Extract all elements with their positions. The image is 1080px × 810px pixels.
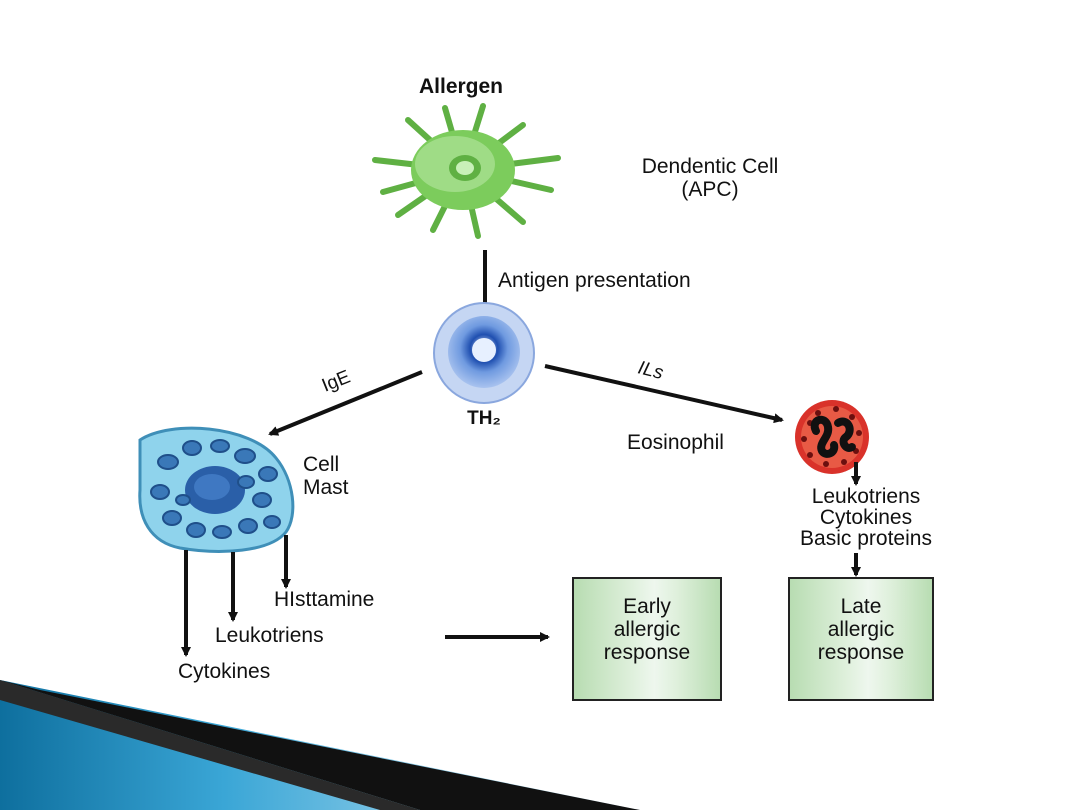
late-box-line2: allergic <box>828 618 895 641</box>
histamine-label: HIsttamine <box>274 588 374 611</box>
dendritic-cell-label: Dendentic Cell <box>642 155 779 178</box>
eos-product-basic-proteins: Basic proteins <box>800 527 932 550</box>
mast-cell-label-2: Mast <box>303 476 349 499</box>
eos-product-leukotriens: Leukotriens <box>812 485 921 508</box>
eosinophil-icon <box>795 400 869 474</box>
dendritic-cell-icon <box>372 103 561 239</box>
late-box-line3: response <box>818 641 904 664</box>
late-response-box: Late allergic response <box>788 577 934 701</box>
allergen-title: Allergen <box>419 75 503 98</box>
early-box-line2: allergic <box>614 618 681 641</box>
eosinophil-label: Eosinophil <box>627 431 724 454</box>
ige-label: IgE <box>319 366 353 396</box>
antigen-presentation-label: Antigen presentation <box>498 269 691 292</box>
early-response-box: Early allergic response <box>572 577 722 701</box>
th2-cell-icon <box>433 302 535 404</box>
ils-arrow <box>544 364 784 424</box>
cytokines-label: Cytokines <box>178 660 270 683</box>
ige-arrow <box>268 370 423 436</box>
slide-corner-decoration <box>0 680 640 810</box>
ils-label: ILs <box>636 357 666 384</box>
dendritic-cell-apc-label: (APC) <box>681 178 738 201</box>
leukotriens-label: Leukotriens <box>215 624 324 647</box>
late-box-line1: Late <box>841 595 882 618</box>
th2-label: TH₂ <box>467 408 501 429</box>
eos-product-cytokines: Cytokines <box>820 506 912 529</box>
early-box-line1: Early <box>623 595 671 618</box>
early-box-line3: response <box>604 641 690 664</box>
mast-cell-icon <box>138 426 295 553</box>
mast-cell-label: Cell <box>303 453 339 476</box>
